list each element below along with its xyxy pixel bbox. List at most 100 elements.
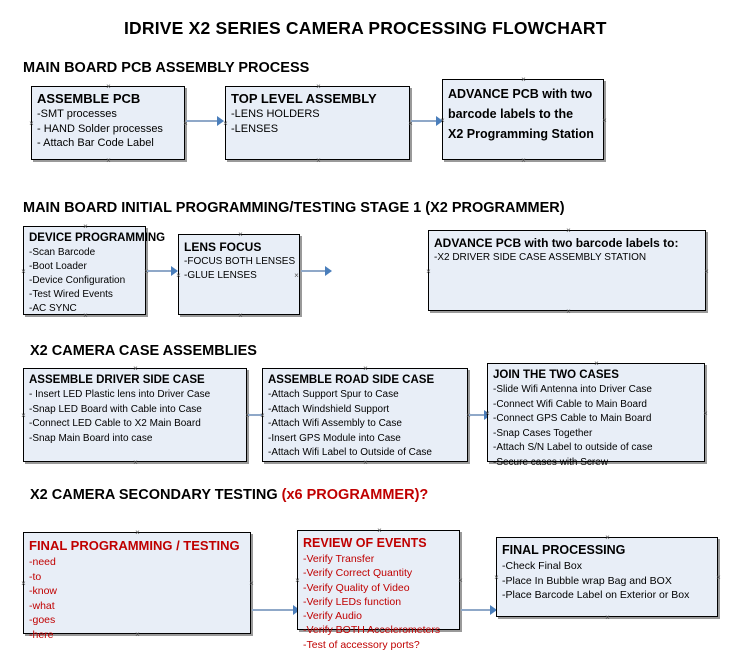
node-final-programming-header: FINAL PROGRAMMING / TESTING (29, 538, 240, 553)
resize-handle-n[interactable] (134, 529, 141, 536)
connector-2 (411, 120, 438, 122)
node-device-programming-line-2: -Boot Loader (29, 261, 87, 272)
resize-handle-n[interactable] (315, 83, 322, 90)
resize-handle-n[interactable] (376, 527, 383, 534)
node-assemble-pcb-header: ASSEMBLE PCB (37, 91, 141, 106)
node-assemble-pcb-line-2: - HAND Solder processes (37, 122, 163, 135)
resize-handle-w[interactable] (20, 268, 27, 275)
resize-handle-s[interactable] (132, 459, 139, 466)
resize-handle-s[interactable] (237, 312, 244, 319)
node-join-two-cases-line-6: -Secure cases with Screw (493, 456, 609, 468)
resize-handle-s[interactable] (520, 157, 527, 164)
node-road-side-case-line-4: -Insert GPS Module into Case (268, 432, 401, 444)
section-title-1: MAIN BOARD PCB ASSEMBLY PROCESS (23, 60, 309, 76)
node-lens-focus[interactable]: LENS FOCUS -FOCUS BOTH LENSES -GLUE LENS… (178, 234, 300, 315)
node-driver-side-case[interactable]: ASSEMBLE DRIVER SIDE CASE - Insert LED P… (23, 368, 247, 462)
resize-handle-w[interactable] (294, 577, 301, 584)
node-advance-pcb-1[interactable]: ADVANCE PCB with two barcode labels to t… (442, 79, 604, 160)
resize-handle-s[interactable] (376, 627, 383, 634)
resize-handle-w[interactable] (20, 580, 27, 587)
resize-handle-e[interactable] (702, 410, 709, 417)
resize-handle-e[interactable] (715, 574, 722, 581)
resize-handle-e[interactable] (457, 577, 464, 584)
node-road-side-case-line-2: -Attach Windshield Support (268, 403, 390, 415)
node-driver-side-case-line-4: -Snap Main Board into case (29, 432, 153, 444)
resize-handle-n[interactable] (105, 83, 112, 90)
node-review-of-events-line-4: -Verify LEDs function (303, 595, 402, 608)
node-review-of-events-header: REVIEW OF EVENTS (303, 536, 427, 550)
node-top-level-assembly[interactable]: TOP LEVEL ASSEMBLY -LENS HOLDERS -LENSES (225, 86, 410, 160)
resize-handle-w[interactable] (28, 120, 35, 127)
resize-handle-s[interactable] (134, 631, 141, 638)
resize-handle-w[interactable] (493, 574, 500, 581)
section-title-2: MAIN BOARD INITIAL PROGRAMMING/TESTING S… (23, 200, 565, 216)
node-join-two-cases-header: JOIN THE TWO CASES (493, 369, 619, 381)
section-title-4-text: X2 CAMERA SECONDARY TESTING (30, 487, 282, 503)
resize-handle-n[interactable] (593, 360, 600, 367)
node-assemble-pcb[interactable]: ASSEMBLE PCB -SMT processes - HAND Solde… (31, 86, 185, 160)
resize-handle-w[interactable] (222, 120, 229, 127)
resize-handle-w[interactable] (484, 410, 491, 417)
node-review-of-events-line-5: -Verify Audio (303, 610, 362, 623)
node-lens-focus-line-2: -GLUE LENSES (184, 270, 257, 281)
resize-handle-n[interactable] (604, 534, 611, 541)
resize-handle-w[interactable] (259, 412, 266, 419)
connector-6 (469, 414, 486, 416)
node-final-processing-line-3: -Place Barcode Label on Exterior or Box (502, 589, 690, 601)
resize-handle-s[interactable] (362, 459, 369, 466)
node-road-side-case[interactable]: ASSEMBLE ROAD SIDE CASE -Attach Support … (262, 368, 468, 462)
resize-handle-n[interactable] (565, 227, 572, 234)
node-join-two-cases-line-5: -Attach S/N Label to outside of case (493, 442, 653, 453)
node-road-side-case-line-5: -Attach Wifi Label to Outside of Case (268, 447, 432, 458)
node-advance-pcb-2-line-1: -X2 DRIVER SIDE CASE ASSEMBLY STATION (434, 252, 647, 263)
resize-handle-n[interactable] (82, 223, 89, 230)
node-advance-pcb-1-line-2: X2 Programming Station (448, 127, 594, 141)
connector-8 (461, 609, 492, 611)
connector-3-arrowhead (171, 266, 178, 276)
resize-handle-s[interactable] (604, 614, 611, 621)
resize-handle-n[interactable] (362, 365, 369, 372)
node-device-programming-line-1: -Scan Barcode (29, 247, 96, 258)
resize-handle-s[interactable] (593, 459, 600, 466)
node-driver-side-case-line-2: -Snap LED Board with Cable into Case (29, 403, 202, 415)
resize-handle-e[interactable] (248, 580, 255, 587)
resize-handle-e[interactable] (293, 272, 300, 279)
resize-handle-s[interactable] (82, 312, 89, 319)
node-device-programming[interactable]: DEVICE PROGRAMMING -Scan Barcode -Boot L… (20, 223, 165, 315)
resize-handle-w[interactable] (175, 272, 182, 279)
node-advance-pcb-2[interactable]: ADVANCE PCB with two barcode labels to: … (428, 230, 706, 311)
node-lens-focus-line-1: -FOCUS BOTH LENSES (184, 256, 296, 267)
node-road-side-case-header: ASSEMBLE ROAD SIDE CASE (268, 374, 435, 386)
node-driver-side-case-line-3: -Connect LED Cable to X2 Main Board (29, 418, 201, 429)
node-device-programming-line-3: -Device Configuration (29, 275, 126, 286)
resize-handle-e[interactable] (703, 268, 710, 275)
resize-handle-s[interactable] (565, 308, 572, 315)
node-top-level-assembly-line-2: -LENSES (231, 122, 279, 135)
resize-handle-e[interactable] (601, 117, 608, 124)
node-advance-pcb-1-header: ADVANCE PCB with two (448, 87, 593, 101)
resize-handle-w[interactable] (20, 412, 27, 419)
node-final-programming-line-5: -goes (29, 614, 56, 626)
connector-8-arrowhead (490, 605, 497, 615)
node-review-of-events-line-2: -Verify Correct Quantity (303, 567, 413, 580)
resize-handle-w[interactable] (439, 117, 446, 124)
node-final-processing-header: FINAL PROCESSING (502, 543, 626, 557)
resize-handle-s[interactable] (315, 157, 322, 164)
node-final-programming[interactable]: FINAL PROGRAMMING / TESTING -need -to -k… (20, 529, 251, 641)
connector-5 (248, 414, 265, 416)
node-device-programming-line-5: -AC SYNC (29, 303, 77, 314)
node-advance-pcb-2-header: ADVANCE PCB with two barcode labels to: (434, 236, 679, 250)
resize-handle-s[interactable] (105, 157, 112, 164)
node-review-of-events-line-6: -Verify BOTH Accelerometers (303, 624, 441, 637)
resize-handle-n[interactable] (520, 76, 527, 83)
node-final-processing-line-1: -Check Final Box (502, 560, 582, 572)
resize-handle-n[interactable] (132, 365, 139, 372)
node-review-of-events-line-1: -Verify Transfer (303, 553, 375, 565)
node-join-two-cases[interactable]: JOIN THE TWO CASES -Slide Wifi Antenna i… (484, 360, 705, 468)
node-review-of-events[interactable]: REVIEW OF EVENTS -Verify Transfer -Verif… (294, 527, 460, 651)
connector-7 (252, 609, 295, 611)
resize-handle-w[interactable] (425, 268, 432, 275)
node-final-processing[interactable]: FINAL PROCESSING -Check Final Box -Place… (496, 537, 718, 617)
resize-handle-n[interactable] (237, 231, 244, 238)
